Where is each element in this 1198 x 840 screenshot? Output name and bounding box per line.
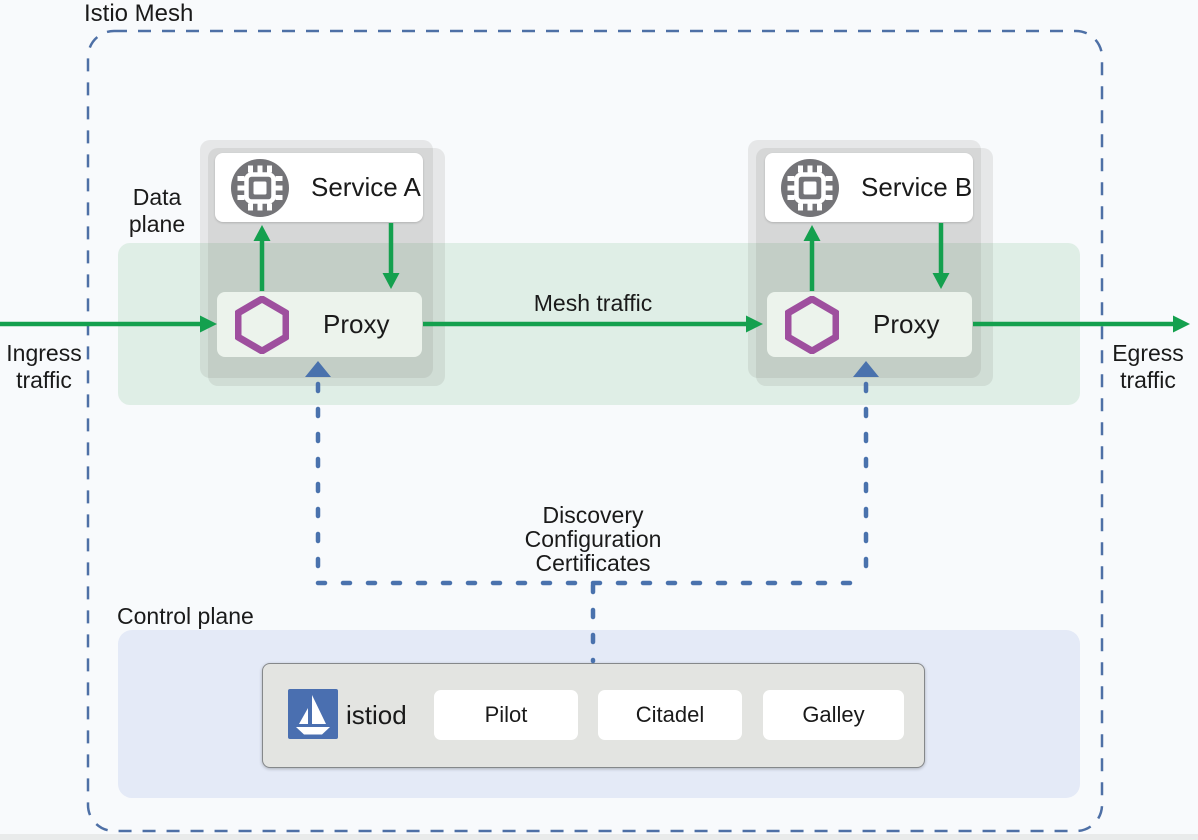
data-plane-label: Data plane [128, 184, 186, 237]
istiod-box: istiod Pilot Citadel Galley [262, 663, 925, 768]
envoy-hexagon-icon [785, 295, 839, 354]
service-b-label: Service B [861, 172, 973, 202]
mesh-traffic-label: Mesh traffic [533, 290, 653, 316]
discovery-config-certs-label: Discovery Configuration Certificates [524, 502, 662, 576]
istiod-label: istiod [346, 700, 407, 730]
chip-icon [781, 158, 839, 217]
proxy-a-label: Proxy [323, 309, 390, 339]
ingress-traffic-label: Ingress traffic [6, 340, 82, 393]
egress-traffic-label: Egress traffic [1112, 340, 1184, 393]
istio-mesh-title: Istio Mesh [84, 0, 194, 27]
proxy-b-box: Proxy [767, 292, 972, 357]
control-plane-label: Control plane [117, 603, 254, 629]
envoy-hexagon-icon [235, 295, 289, 354]
bottom-edge-strip [0, 834, 1198, 840]
service-a-label: Service A [311, 172, 421, 202]
galley-box: Galley [763, 690, 904, 740]
service-b-box: Service B [765, 153, 973, 222]
istio-sail-logo [288, 689, 338, 739]
chip-icon [231, 158, 289, 217]
service-a-box: Service A [215, 153, 423, 222]
proxy-a-box: Proxy [217, 292, 422, 357]
pilot-box: Pilot [434, 690, 578, 740]
citadel-box: Citadel [598, 690, 742, 740]
proxy-b-label: Proxy [873, 309, 940, 339]
